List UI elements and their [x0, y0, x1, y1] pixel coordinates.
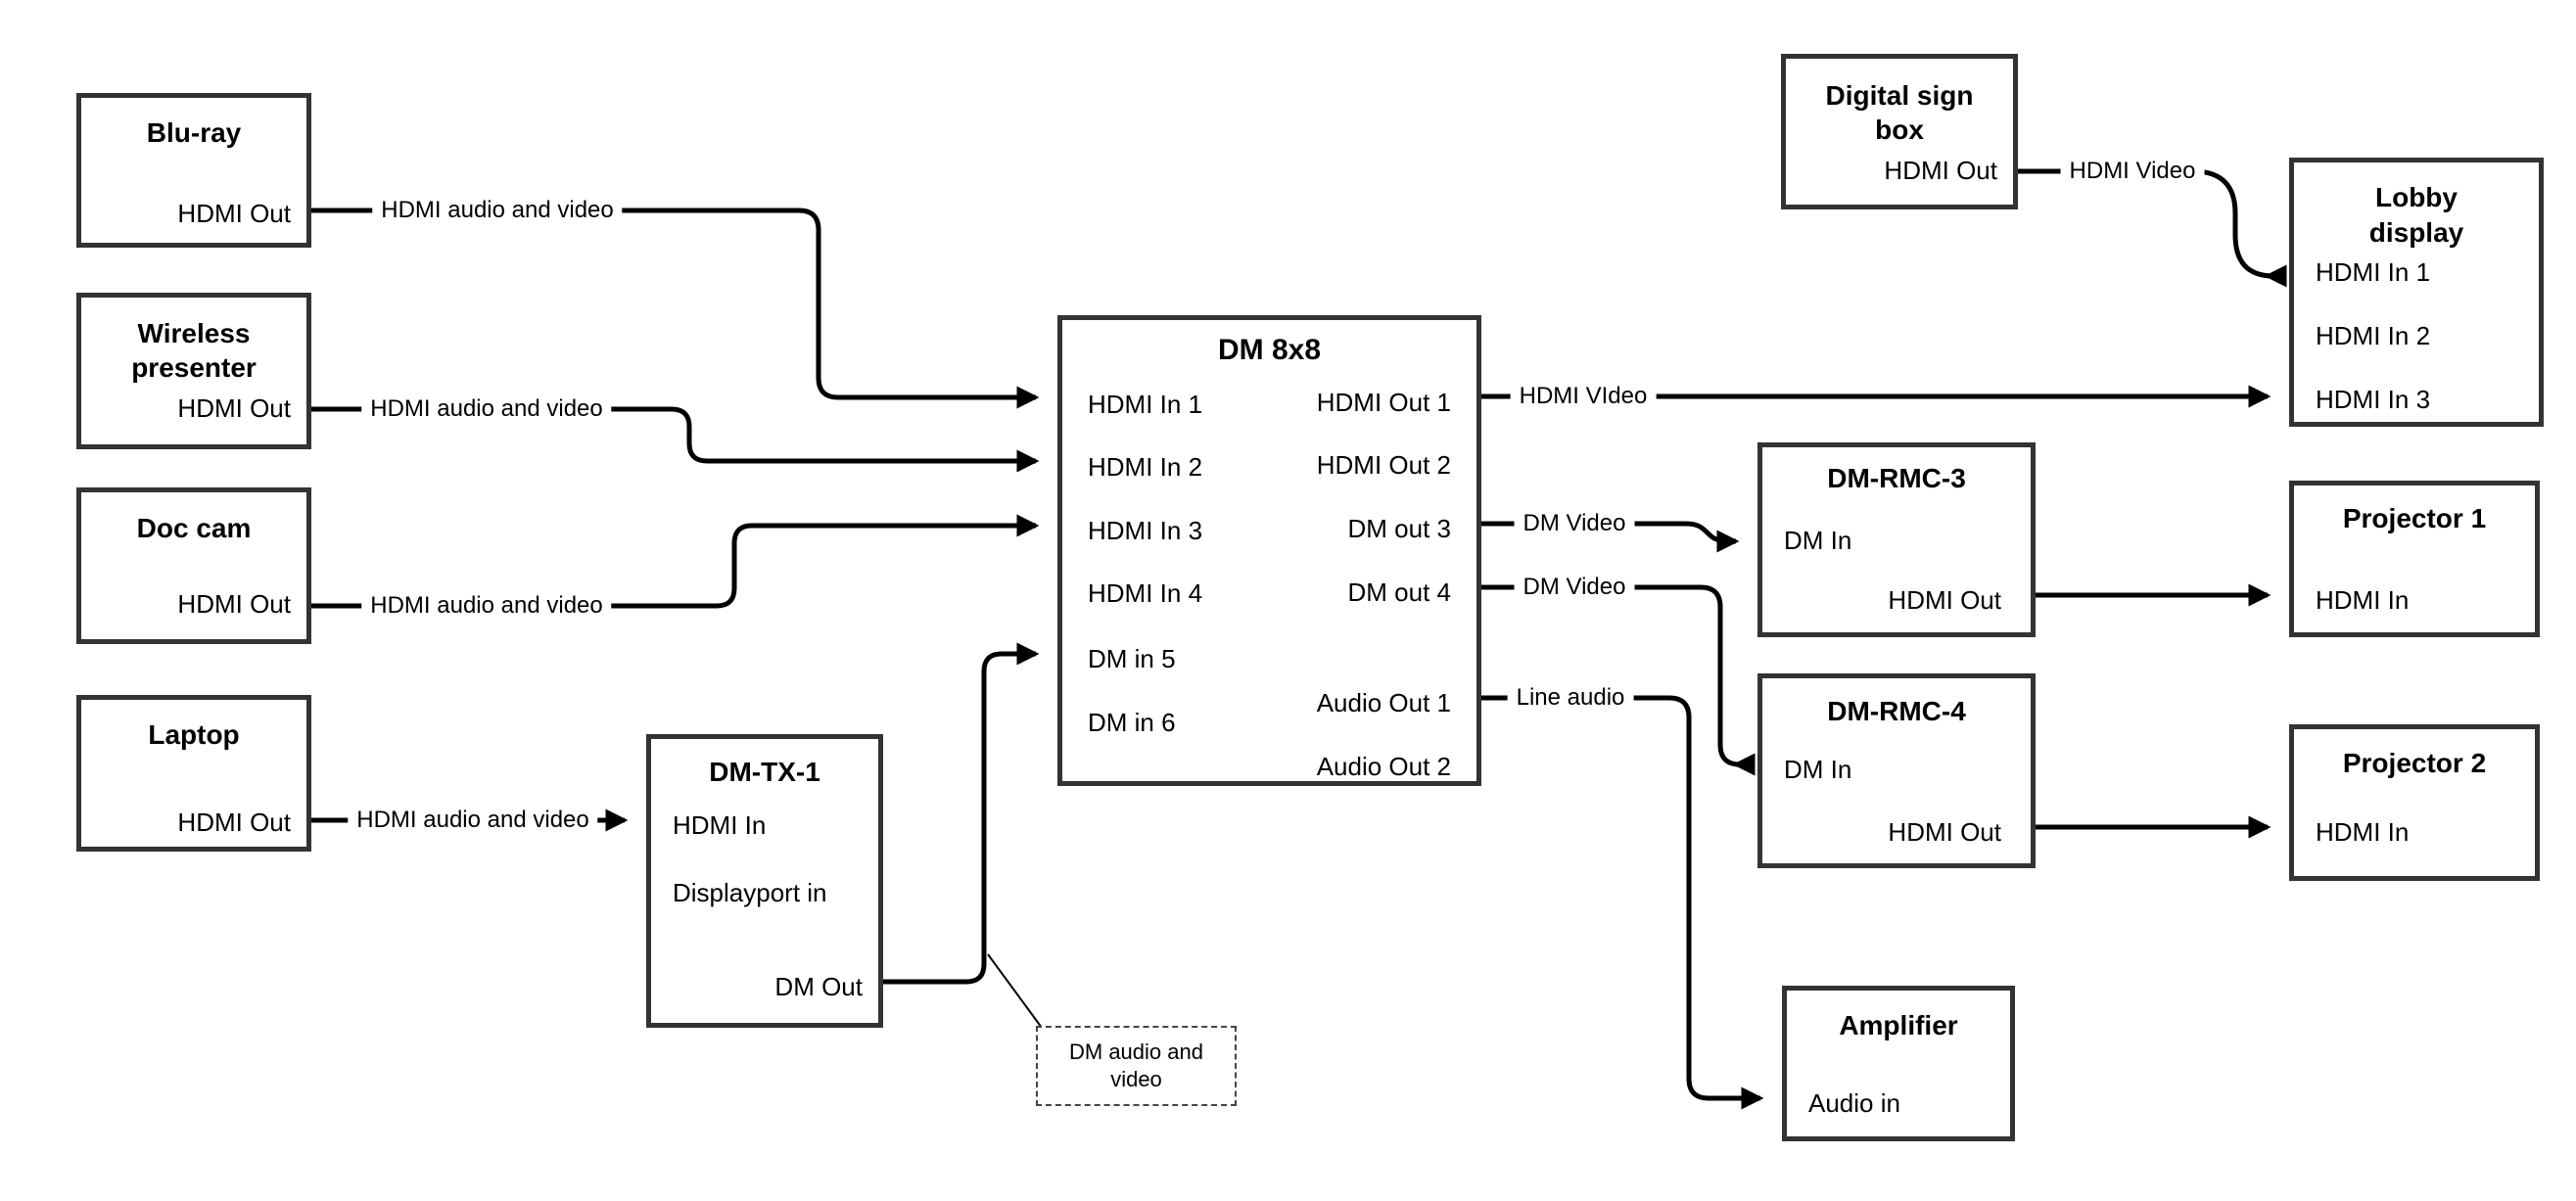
- port-hdmi-out: HDMI Out: [177, 589, 291, 619]
- port-hdmi-in-3: HDMI In 3: [2316, 385, 2431, 414]
- node-title: Blu-ray: [146, 117, 242, 148]
- port-audio-in: Audio in: [1808, 1088, 1900, 1118]
- node-title: DM-RMC-3: [1827, 463, 1966, 493]
- node-projector-1: Projector 1 HDMI In: [2289, 481, 2540, 637]
- wire-dm8x8-out4-to-dmrmc4: [1481, 584, 1756, 776]
- port-hdmi-in: HDMI In: [673, 810, 767, 840]
- port-dm-out-3: DM out 3: [1347, 514, 1452, 543]
- node-dm-rmc-4: DM-RMC-4 DM In HDMI Out: [1757, 673, 2036, 868]
- node-dm-rmc-3: DM-RMC-3 DM In HDMI Out: [1757, 442, 2036, 637]
- port-hdmi-out: HDMI Out: [177, 393, 291, 423]
- node-title: DM-TX-1: [709, 757, 820, 787]
- port-hdmi-in-3: HDMI In 3: [1088, 516, 1203, 545]
- port-dm-in-5: DM in 5: [1088, 644, 1176, 673]
- title-line-1: Wireless: [137, 318, 251, 348]
- wire-digitalsign-to-lobby-in1: [2018, 168, 2287, 288]
- port-hdmi-out-2: HDMI Out 2: [1316, 450, 1451, 480]
- node-title: Digital sign box: [1786, 78, 2013, 147]
- note-line-2: video: [1110, 1067, 1162, 1091]
- title-line-1: Digital sign: [1825, 80, 1974, 111]
- node-title: Laptop: [148, 719, 240, 750]
- wire-label-dm-video-3: DM Video: [1514, 511, 1635, 536]
- wire-label-doccam: HDMI audio and video: [361, 593, 612, 619]
- port-hdmi-out: HDMI Out: [1884, 156, 1997, 185]
- port-dm-out-4: DM out 4: [1347, 577, 1452, 607]
- port-hdmi-out-1: HDMI Out 1: [1316, 388, 1451, 417]
- wire-dm8x8-out3-to-dmrmc3: [1481, 521, 1740, 553]
- title-line-2: box: [1875, 115, 1924, 145]
- port-dm-in: DM In: [1784, 526, 1852, 555]
- node-dm-8x8: DM 8x8 HDMI In 1 HDMI In 2 HDMI In 3 HDM…: [1057, 315, 1481, 786]
- node-title: Doc cam: [136, 513, 252, 543]
- node-projector-2: Projector 2 HDMI In: [2289, 724, 2540, 881]
- port-hdmi-in-2: HDMI In 2: [1088, 452, 1203, 482]
- wire-bluray-to-dm8x8-in1: [311, 208, 1040, 409]
- wire-label-bluray: HDMI audio and video: [372, 198, 623, 223]
- port-dm-in-6: DM in 6: [1088, 708, 1176, 737]
- wire-label-sign-video: HDMI Video: [2060, 159, 2205, 184]
- port-hdmi-in-1: HDMI In 1: [1088, 390, 1203, 419]
- node-laptop: Laptop HDMI Out: [76, 695, 311, 852]
- port-hdmi-out: HDMI Out: [177, 808, 291, 837]
- port-displayport-in: Displayport in: [673, 878, 827, 907]
- title-line-2: display: [2368, 217, 2464, 248]
- node-title: Amplifier: [1839, 1010, 1958, 1040]
- node-title: DM 8x8: [1217, 334, 1322, 366]
- wire-dm8x8-audio1-to-amplifier: [1481, 695, 1764, 1110]
- wire-label-line-audio: Line audio: [1507, 685, 1634, 711]
- node-dm-tx-1: DM-TX-1 HDMI In Displayport in DM Out: [646, 734, 883, 1028]
- port-hdmi-in: HDMI In: [2316, 585, 2410, 615]
- node-amplifier: Amplifier Audio in: [1782, 986, 2015, 1141]
- port-hdmi-in-2: HDMI In 2: [2316, 321, 2431, 350]
- node-wireless-presenter: Wireless presenter HDMI Out: [76, 293, 311, 449]
- node-title: Projector 1: [2342, 503, 2487, 533]
- wire-label-hdmi-video: HDMI VIdeo: [1510, 384, 1657, 409]
- port-dm-out: DM Out: [774, 972, 863, 1001]
- wire-wireless-to-dm8x8-in2: [311, 406, 1040, 473]
- node-title: Projector 2: [2342, 748, 2487, 778]
- node-lobby-display: Lobby display HDMI In 1 HDMI In 2 HDMI I…: [2289, 158, 2544, 427]
- port-audio-out-1: Audio Out 1: [1316, 688, 1451, 717]
- port-hdmi-in-1: HDMI In 1: [2316, 257, 2431, 287]
- node-title: DM-RMC-4: [1827, 696, 1966, 726]
- wire-label-dm-video-4: DM Video: [1514, 575, 1635, 600]
- wire-label-laptop: HDMI audio and video: [348, 808, 598, 833]
- note-line-1: DM audio and: [1069, 1039, 1203, 1064]
- node-title: Wireless presenter: [81, 316, 306, 385]
- wire-label-wireless: HDMI audio and video: [361, 396, 612, 422]
- port-hdmi-in: HDMI In: [2316, 817, 2410, 847]
- node-blu-ray: Blu-ray HDMI Out: [76, 93, 311, 248]
- note-callout-line: [987, 953, 1043, 1029]
- port-hdmi-out: HDMI Out: [177, 199, 291, 228]
- port-hdmi-in-4: HDMI In 4: [1088, 578, 1203, 608]
- wire-dmtx1-to-dm8x8-in5: [883, 642, 1040, 985]
- port-dm-in: DM In: [1784, 755, 1852, 784]
- wire-doccam-to-dm8x8-in3: [311, 514, 1040, 609]
- title-line-2: presenter: [131, 352, 257, 383]
- node-doc-cam: Doc cam HDMI Out: [76, 487, 311, 644]
- port-hdmi-out: HDMI Out: [1888, 585, 2001, 615]
- node-digital-sign-box: Digital sign box HDMI Out: [1781, 54, 2018, 209]
- note-dm-audio-video: DM audio and video: [1036, 1026, 1237, 1106]
- port-audio-out-2: Audio Out 2: [1316, 752, 1451, 781]
- port-hdmi-out: HDMI Out: [1888, 817, 2001, 847]
- title-line-1: Lobby: [2375, 182, 2458, 212]
- node-title: Lobby display: [2294, 180, 2539, 251]
